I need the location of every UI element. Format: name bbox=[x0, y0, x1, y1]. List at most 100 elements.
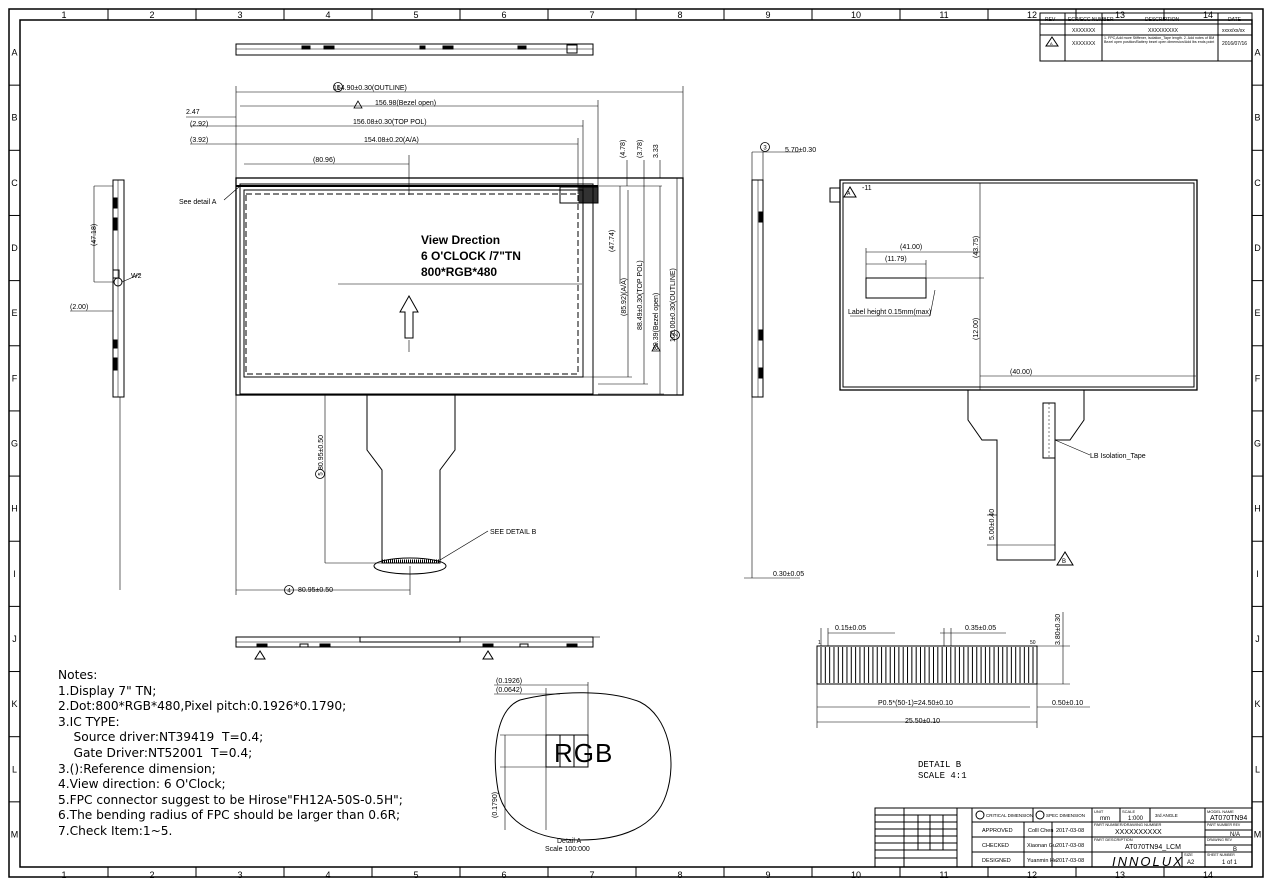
dim-0-50: 0.50±0.10 bbox=[1052, 700, 1083, 707]
dimension-labels: 164.90±0.30(OUTLINE) 156.98(Bezel open) … bbox=[70, 85, 1146, 818]
frame-column-label: 3 bbox=[237, 870, 242, 880]
dim-aa: 154.08±0.20(A/A) bbox=[364, 137, 419, 144]
frame-row-label: K bbox=[1254, 699, 1260, 709]
frame-row-label: L bbox=[12, 764, 17, 774]
dim-40-00: (40.00) bbox=[1010, 369, 1032, 376]
rev-row2-ecr: XXXXXXX bbox=[1072, 41, 1096, 47]
note-item: 2.Dot:800*RGB*480,Pixel pitch:0.1926*0.1… bbox=[58, 699, 347, 714]
rev-header-description: DESCRIPTION bbox=[1145, 17, 1180, 23]
frame-row-label: A bbox=[1254, 48, 1260, 58]
frame-row-label: M bbox=[11, 829, 19, 839]
left-side-view bbox=[70, 179, 141, 590]
dim-3-80: 3.80±0.30 bbox=[1055, 614, 1062, 645]
frame-column-label: 14 bbox=[1203, 10, 1213, 20]
frame-row-label: G bbox=[11, 439, 18, 449]
frame-column-label: 6 bbox=[501, 10, 506, 20]
front-view bbox=[186, 86, 684, 595]
designed-name: Yuanmin He bbox=[1027, 858, 1057, 864]
frame-column-label: 1 bbox=[61, 870, 66, 880]
note-item: 1.Display 7" TN; bbox=[58, 683, 157, 698]
frame-column-label: 3 bbox=[237, 10, 242, 20]
label-w2: W2 bbox=[131, 273, 142, 280]
rev-row1-description: XXXXXXXXX bbox=[1148, 28, 1179, 34]
approved-name: Colll Chen bbox=[1028, 828, 1053, 834]
revision-table-grid bbox=[1039, 12, 1253, 62]
sheet-label: SHEET NUMBER bbox=[1207, 853, 1235, 857]
note-item: Source driver:NT39419 T=0.4; bbox=[58, 730, 264, 745]
rev-row2-date: 2016/07/16 bbox=[1222, 41, 1247, 47]
frame-column-label: 2 bbox=[149, 870, 154, 880]
dim-fpc-length: 80.95±0.50 bbox=[298, 587, 333, 594]
detail-b bbox=[816, 612, 1090, 728]
detail-b-scale: SCALE 4:1 bbox=[918, 771, 967, 781]
note-item: 3.IC TYPE: bbox=[58, 714, 120, 729]
checked-date: 2017-03-08 bbox=[1056, 843, 1084, 849]
dim-top-pol-height: 88.49±0.30(TOP POL) bbox=[637, 260, 644, 330]
see-detail-b-label: SEE DETAIL B bbox=[490, 529, 537, 536]
dim-pitch: P0.5*(50-1)=24.50±0.10 bbox=[878, 700, 953, 707]
rev-header-date: DATE bbox=[1228, 17, 1242, 23]
frame-row-label: E bbox=[11, 308, 17, 318]
dim-aa-height: (85.92)(A/A) bbox=[621, 278, 628, 316]
note-item: 3.():Reference dimension; bbox=[58, 761, 216, 776]
pin-50-label: 50 bbox=[1030, 640, 1036, 646]
circle-2: 2 bbox=[674, 333, 680, 337]
designed-date: 2017-03-08 bbox=[1056, 858, 1084, 864]
size-value: A2 bbox=[1187, 860, 1195, 866]
frame-column-label: 8 bbox=[677, 870, 682, 880]
frame-column-label: 8 bbox=[677, 10, 682, 20]
frame-row-label: C bbox=[1254, 178, 1261, 188]
detail-b-pins bbox=[820, 647, 1034, 683]
dim-0-1790: (0.1790) bbox=[492, 792, 499, 818]
model-name-label: MODEL NAME bbox=[1207, 809, 1234, 814]
frame-row-label: I bbox=[13, 569, 16, 579]
frame-column-label: 2 bbox=[149, 10, 154, 20]
dim-0-0642: (0.0642) bbox=[496, 687, 522, 694]
view-direction-resolution: 800*RGB*480 bbox=[421, 265, 497, 279]
frame-column-label: 6 bbox=[501, 870, 506, 880]
designed-label: DESIGNED bbox=[982, 858, 1011, 864]
dim-5-00: 5.00±0.40 bbox=[989, 509, 996, 540]
sheet-value: 1 of 1 bbox=[1222, 860, 1238, 866]
rev-row1-ecr: XXXXXXX bbox=[1072, 28, 1096, 34]
note-item: 6.The bending radius of FPC should be la… bbox=[58, 808, 401, 823]
dim-43-75: (43.75) bbox=[973, 236, 980, 258]
dim-3-92: (3.92) bbox=[190, 137, 208, 144]
notes-title: Notes: bbox=[58, 668, 98, 682]
checked-label: CHECKED bbox=[982, 843, 1009, 849]
critical-dimension-label: CRITICAL DIMENSION bbox=[986, 813, 1033, 818]
detail-a-scale: Scale 100:000 bbox=[545, 846, 590, 853]
note-item: 4.View direction: 6 O'Clock; bbox=[58, 777, 226, 792]
frame-row-label: C bbox=[11, 178, 18, 188]
frame-column-label: 14 bbox=[1203, 870, 1213, 880]
frame-row-label: I bbox=[1256, 569, 1259, 579]
frame-row-label: D bbox=[1254, 243, 1261, 253]
dim-41-00: (41.00) bbox=[900, 244, 922, 251]
frame-column-label: 5 bbox=[413, 870, 418, 880]
dim-outline-height: 100.00±0.30(OUTLINE) bbox=[670, 268, 677, 342]
rgb-pixel-label: RGB bbox=[554, 738, 613, 768]
title-block-grid bbox=[874, 807, 1253, 868]
dim-12-00: (12.00) bbox=[973, 318, 980, 340]
part-description-value: AT070TN94_LCM bbox=[1125, 844, 1181, 851]
isolation-tape-label: LB Isolation_Tape bbox=[1090, 453, 1146, 460]
notes-block: Notes: 1.Display 7" TN; 2.Dot:800*RGB*48… bbox=[58, 668, 478, 840]
frame-column-label: 12 bbox=[1027, 870, 1037, 880]
dim-0-35: 0.35±0.05 bbox=[965, 625, 996, 632]
dim-25-50: 25.50±0.10 bbox=[905, 718, 940, 725]
triangle-a-back-view: A bbox=[847, 191, 851, 197]
frame-row-label: G bbox=[1254, 439, 1261, 449]
frame-column-label: 9 bbox=[765, 10, 770, 20]
label-height-note: Label height 0.15mm(max) bbox=[848, 309, 931, 316]
dim-11-79: (11.79) bbox=[885, 256, 907, 263]
circle-5: 5 bbox=[319, 472, 325, 476]
part-description-label: PART DESCRIPTION bbox=[1094, 837, 1133, 842]
circle-marker-labels: 1 2 3 4 5 bbox=[287, 86, 767, 595]
dim-3-78: (3.78) bbox=[637, 140, 644, 158]
frame-column-label: 10 bbox=[851, 10, 861, 20]
dim-0-15: 0.15±0.05 bbox=[835, 625, 866, 632]
right-side-view bbox=[744, 151, 800, 579]
dim-4-78: (4.78) bbox=[620, 140, 627, 158]
drawing-rev-value: B bbox=[1233, 847, 1237, 853]
